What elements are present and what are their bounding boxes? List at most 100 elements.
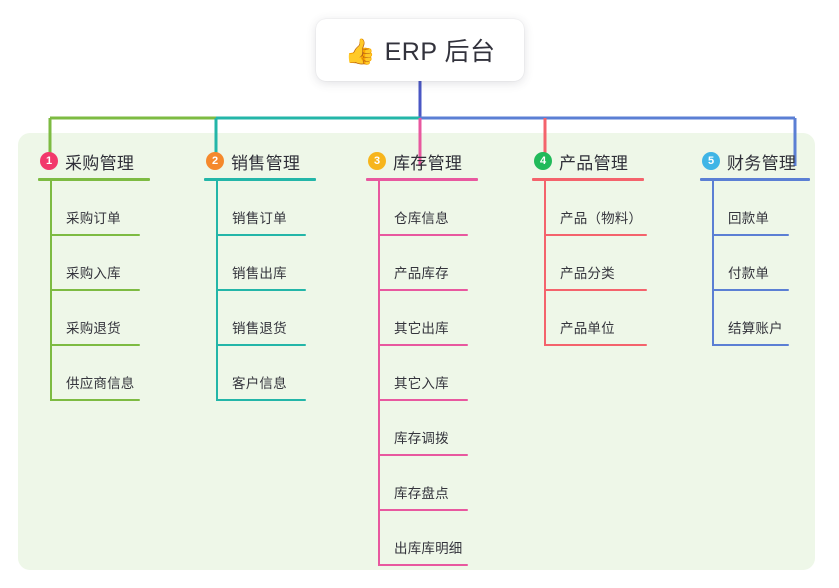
column-5: 5 财务管理回款单付款单结算账户 [700,148,813,346]
thumbs-up-icon: 👍 [344,36,376,66]
list-item-label: 回款单 [728,211,770,226]
list-item-label: 产品库存 [394,266,449,281]
list-item-label: 其它入库 [394,376,449,391]
list-item-label: 出库库明细 [394,541,463,556]
list-item-label: 销售订单 [232,211,287,226]
list-item-label: 供应商信息 [66,376,135,391]
column-title: 销售管理 [231,153,301,173]
list-item[interactable]: 回款单 [700,181,813,236]
list-item[interactable]: 采购退货 [38,291,156,346]
column-spine [712,181,714,346]
list-item[interactable]: 采购入库 [38,236,156,291]
list-item-rule [378,289,468,291]
column-header-rule [204,178,316,181]
column-title: 产品管理 [559,153,629,173]
column-items: 产品（物料） 产品分类产品单位 [532,181,647,346]
column-spine [216,181,218,401]
list-item[interactable]: 采购订单 [38,181,156,236]
list-item-label: 采购入库 [66,266,121,281]
list-item-rule [50,344,140,346]
list-item[interactable]: 库存盘点 [366,456,479,511]
list-item[interactable]: 销售订单 [204,181,317,236]
column-spine [378,181,380,566]
list-item[interactable]: 销售退货 [204,291,317,346]
column-header-4[interactable]: 4 产品管理 [532,148,645,174]
list-item[interactable]: 付款单 [700,236,813,291]
list-item-rule [50,234,140,236]
list-item-label: 产品分类 [560,266,615,281]
list-item[interactable]: 出库库明细 [366,511,479,566]
list-item-rule [544,344,647,346]
list-item[interactable]: 其它出库 [366,291,479,346]
column-spine [50,181,52,401]
list-item-label: 库存调拨 [394,431,449,446]
column-header-1[interactable]: 1 采购管理 [38,148,156,174]
list-item-rule [378,509,468,511]
list-item[interactable]: 产品（物料） [532,181,647,236]
column-1: 1 采购管理采购订单采购入库采购退货供应商信息 [38,148,156,401]
column-header-rule [532,178,644,181]
list-item-label: 其它出库 [394,321,449,336]
root-node-erp-backend[interactable]: 👍 ERP 后台 [316,19,524,81]
list-item[interactable]: 供应商信息 [38,346,156,401]
column-items: 销售订单销售出库销售退货客户信息 [204,181,317,401]
list-item-label: 产品单位 [560,321,615,336]
list-item[interactable]: 产品单位 [532,291,647,346]
column-badge-2: 2 [206,152,224,170]
column-badge-5: 5 [702,152,720,170]
column-items: 采购订单采购入库采购退货供应商信息 [38,181,156,401]
list-item[interactable]: 客户信息 [204,346,317,401]
list-item-label: 付款单 [728,266,770,281]
list-item[interactable]: 产品库存 [366,236,479,291]
content-panel [18,133,815,570]
list-item-rule [216,289,306,291]
list-item-rule [216,399,306,401]
list-item-rule [712,234,789,236]
list-item-rule [544,289,647,291]
list-item-rule [544,234,647,236]
list-item[interactable]: 其它入库 [366,346,479,401]
column-header-rule [38,178,150,181]
list-item-rule [378,344,468,346]
list-item-label: 采购退货 [66,321,121,336]
column-spine [544,181,546,346]
list-item-rule [50,399,140,401]
list-item[interactable]: 产品分类 [532,236,647,291]
column-header-5[interactable]: 5 财务管理 [700,148,813,174]
column-header-rule [700,178,810,181]
list-item[interactable]: 销售出库 [204,236,317,291]
column-badge-1: 1 [40,152,58,170]
list-item-rule [712,289,789,291]
list-item-rule [378,399,468,401]
column-items: 回款单付款单结算账户 [700,181,813,346]
root-node-title: ERP 后台 [384,38,496,66]
column-items: 仓库信息产品库存其它出库其它入库库存调拨库存盘点出库库明细 [366,181,479,566]
list-item-rule [216,234,306,236]
column-header-rule [366,178,478,181]
column-badge-4: 4 [534,152,552,170]
list-item-rule [378,234,468,236]
column-title: 库存管理 [393,153,463,173]
column-4: 4 产品管理产品（物料） 产品分类产品单位 [532,148,647,346]
list-item-label: 销售出库 [232,266,287,281]
column-title: 采购管理 [65,153,135,173]
list-item[interactable]: 库存调拨 [366,401,479,456]
list-item-label: 客户信息 [232,376,287,391]
list-item-label: 采购订单 [66,211,121,226]
list-item-label: 库存盘点 [394,486,449,501]
list-item[interactable]: 结算账户 [700,291,813,346]
list-item-rule [712,344,789,346]
column-title: 财务管理 [727,153,797,173]
list-item-rule [378,454,468,456]
column-header-2[interactable]: 2 销售管理 [204,148,317,174]
list-item-label: 仓库信息 [394,211,449,226]
column-2: 2 销售管理销售订单销售出库销售退货客户信息 [204,148,317,401]
list-item-label: 结算账户 [728,321,783,336]
list-item[interactable]: 仓库信息 [366,181,479,236]
list-item-rule [378,564,468,566]
list-item-rule [50,289,140,291]
list-item-rule [216,344,306,346]
